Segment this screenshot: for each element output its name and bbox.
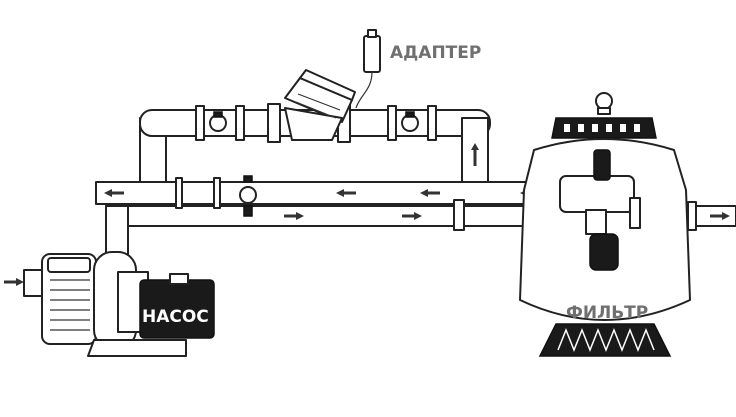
flow-arrows-right bbox=[284, 212, 730, 220]
filter-multiport-valve bbox=[559, 149, 641, 271]
coupling bbox=[213, 177, 221, 209]
filter-drain bbox=[589, 233, 619, 271]
valve-handle bbox=[213, 111, 223, 118]
main-pipes bbox=[95, 175, 736, 269]
coupling bbox=[687, 201, 697, 231]
valve-icon bbox=[239, 186, 257, 204]
coupling bbox=[453, 199, 465, 231]
filter: ФИЛЬТР bbox=[519, 92, 691, 357]
upper-main-pipe bbox=[95, 181, 549, 205]
valve-handle bbox=[243, 205, 253, 217]
pump: НАСОС bbox=[4, 251, 215, 357]
adapter-device bbox=[355, 29, 381, 109]
filter-lid bbox=[551, 117, 657, 139]
pump-base bbox=[87, 339, 187, 357]
coupling bbox=[387, 105, 397, 141]
chlorinator-cell bbox=[284, 69, 356, 141]
adapter-label: АДАПТЕР bbox=[390, 43, 481, 63]
coupling bbox=[195, 105, 205, 141]
coupling bbox=[235, 105, 245, 141]
coupling bbox=[267, 103, 281, 143]
valve-handle bbox=[243, 175, 253, 183]
valve-handle bbox=[405, 111, 415, 118]
pump-terminal-box bbox=[169, 273, 189, 285]
filter-lid-handle bbox=[595, 92, 613, 110]
pump-label: НАСОС bbox=[142, 307, 209, 327]
coupling bbox=[427, 105, 437, 141]
filter-label: ФИЛЬТР bbox=[566, 303, 648, 323]
lower-main-pipe bbox=[105, 205, 549, 227]
coupling bbox=[175, 177, 183, 209]
